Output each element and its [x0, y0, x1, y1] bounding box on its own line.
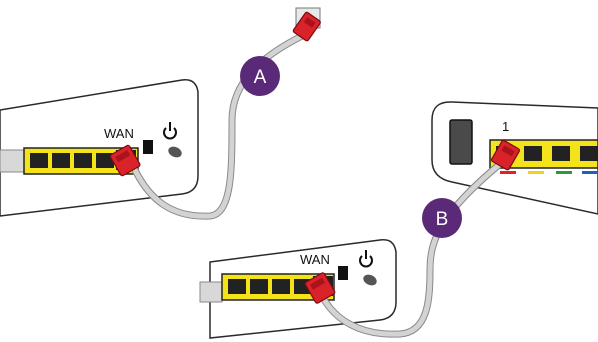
router-bottom-lan-port-3 — [272, 279, 290, 294]
callout-b-circle — [422, 198, 462, 238]
router-top: WAN — [0, 79, 199, 217]
cable-b-connector-router — [304, 272, 336, 304]
callout-b-label: B — [436, 209, 449, 230]
router-top-lan-port-4 — [96, 153, 114, 168]
modem-indicator-red — [500, 171, 516, 174]
router-bottom-side-jack — [199, 281, 223, 303]
modem-indicator-yellow — [528, 171, 544, 174]
cable-b-connector-modem — [490, 139, 521, 171]
modem-port-2 — [524, 146, 542, 161]
power-icon — [163, 122, 177, 140]
router-top-lan-port-1 — [30, 153, 48, 168]
modem-port-3 — [552, 146, 570, 161]
router-top-lan-port-3 — [74, 153, 92, 168]
router-top-power-jack — [168, 146, 182, 158]
router-top-lan-port-2 — [52, 153, 70, 168]
router-top-side-jack — [0, 149, 25, 173]
router-top-reset-button — [143, 140, 153, 154]
router-bottom-wan-label: WAN — [300, 252, 330, 267]
router-bottom-lan-port-1 — [228, 279, 246, 294]
callout-a-circle — [240, 56, 280, 96]
modem-port-4 — [580, 146, 598, 161]
router-top-wan-label: WAN — [104, 126, 134, 141]
router-bottom-reset-button — [338, 266, 348, 280]
modem-indicator-green — [556, 171, 572, 174]
router-bottom-lan-port-2 — [250, 279, 268, 294]
router-bottom-power-jack — [363, 274, 377, 286]
modem-port-label: 1 — [502, 119, 509, 134]
callout-a-label: A — [254, 67, 267, 88]
modem-power-switch — [449, 119, 473, 165]
cable-a-connector-router — [109, 144, 141, 177]
callout-b: B — [422, 198, 462, 238]
power-icon — [359, 250, 373, 268]
callout-a: A — [240, 56, 280, 96]
router-bottom: WAN — [199, 239, 397, 339]
modem-indicator-blue — [582, 171, 598, 174]
cable-a-connector-loose — [292, 11, 321, 42]
